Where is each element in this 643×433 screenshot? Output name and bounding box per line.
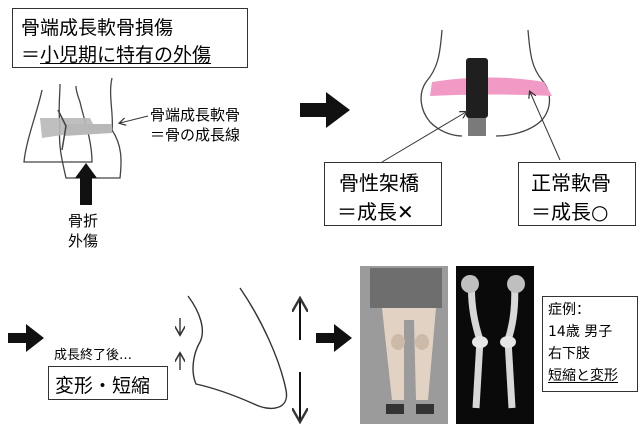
case-line1: 症例： <box>548 299 590 319</box>
bony-bridge-block <box>466 58 488 118</box>
patient-photo <box>360 266 448 424</box>
injury-label-line1: 骨折 <box>68 210 98 231</box>
injury-arrow <box>75 163 97 205</box>
bridge-pointer <box>382 112 466 162</box>
block-arrow-bottom-left <box>8 324 44 352</box>
title-line2: ＝小児期に特有の外傷 <box>21 40 211 67</box>
after-growth-label: 成長終了後… <box>54 344 132 363</box>
deformity-box-text: 変形・短縮 <box>55 371 150 398</box>
bridge-box-line2: ＝成長✕ <box>337 196 414 225</box>
normal-box: 正常軟骨 ＝成長○ <box>518 162 636 226</box>
block-arrow-bottom-right <box>316 324 352 352</box>
case-line4: 短縮と変形 <box>548 365 618 385</box>
deformed-bone-outline <box>188 288 287 408</box>
title-line1: 骨端成長軟骨損傷 <box>21 13 173 40</box>
bridge-box: 骨性架橋 ＝成長✕ <box>324 162 442 226</box>
case-line2: 14歳 男子 <box>548 321 612 341</box>
bridge-box-line1: 骨性架橋 <box>339 167 419 196</box>
cartilage-label-line1: 骨端成長軟骨 <box>150 104 240 125</box>
normal-box-line2: ＝成長○ <box>531 196 608 225</box>
cartilage-pointer <box>120 116 148 123</box>
case-line3: 右下肢 <box>548 343 590 363</box>
xray-image <box>456 266 534 424</box>
case-box: 症例： 14歳 男子 右下肢 短縮と変形 <box>542 296 638 392</box>
bony-bridge-base <box>468 118 486 136</box>
title-box: 骨端成長軟骨損傷 ＝小児期に特有の外傷 <box>12 8 248 68</box>
cartilage-label-line2: ＝骨の成長線 <box>150 124 240 145</box>
block-arrow-top <box>300 92 350 128</box>
deformity-box: 変形・短縮 <box>48 366 168 400</box>
growth-plate-pink <box>430 78 552 97</box>
normal-box-line1: 正常軟骨 <box>531 167 611 196</box>
title-line2-prefix: ＝ <box>21 44 40 66</box>
injury-label-line2: 外傷 <box>68 230 98 251</box>
title-line2-underlined: 小児期に特有の外傷 <box>40 44 211 66</box>
growth-plate-gray-right <box>64 124 112 136</box>
